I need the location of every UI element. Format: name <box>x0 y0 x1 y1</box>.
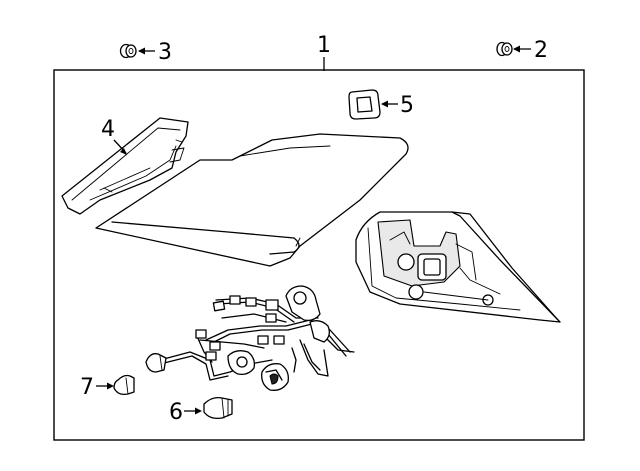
callout-5[interactable]: 5 <box>381 93 414 118</box>
callout-4-arrow-icon <box>120 148 127 155</box>
callout-7[interactable]: 7 <box>80 375 114 400</box>
callout-7-label: 7 <box>80 375 94 400</box>
lamp-lens-icon <box>95 133 409 267</box>
trim-bracket-4-icon <box>61 117 189 215</box>
callout-2[interactable]: 2 <box>513 38 548 63</box>
callout-3[interactable]: 3 <box>138 40 172 65</box>
callout-5-arrow-icon <box>381 100 388 108</box>
callout-6[interactable]: 6 <box>169 400 202 425</box>
callout-4-label: 4 <box>101 117 115 142</box>
bolt-3-icon <box>119 43 137 59</box>
callout-1[interactable]: 1 <box>317 33 331 71</box>
nut-2-icon <box>496 41 513 57</box>
callout-2-label: 2 <box>534 38 548 63</box>
callout-4[interactable]: 4 <box>101 117 127 155</box>
wiring-harness-icon <box>145 285 355 391</box>
callout-5-label: 5 <box>400 93 414 118</box>
callout-3-label: 3 <box>158 40 172 65</box>
bulb-6-icon <box>203 396 233 420</box>
callout-6-label: 6 <box>169 400 183 425</box>
callout-3-arrow-icon <box>138 47 145 55</box>
assembly-frame <box>53 69 585 441</box>
callout-2-arrow-icon <box>513 45 520 53</box>
callout-7-arrow-icon <box>107 382 114 390</box>
bulb-7-icon <box>113 374 135 396</box>
callout-1-label: 1 <box>317 33 331 58</box>
callout-6-arrow-icon <box>195 407 202 415</box>
tail-lamp-housing-icon <box>355 211 561 323</box>
gasket-5-icon <box>348 89 381 120</box>
